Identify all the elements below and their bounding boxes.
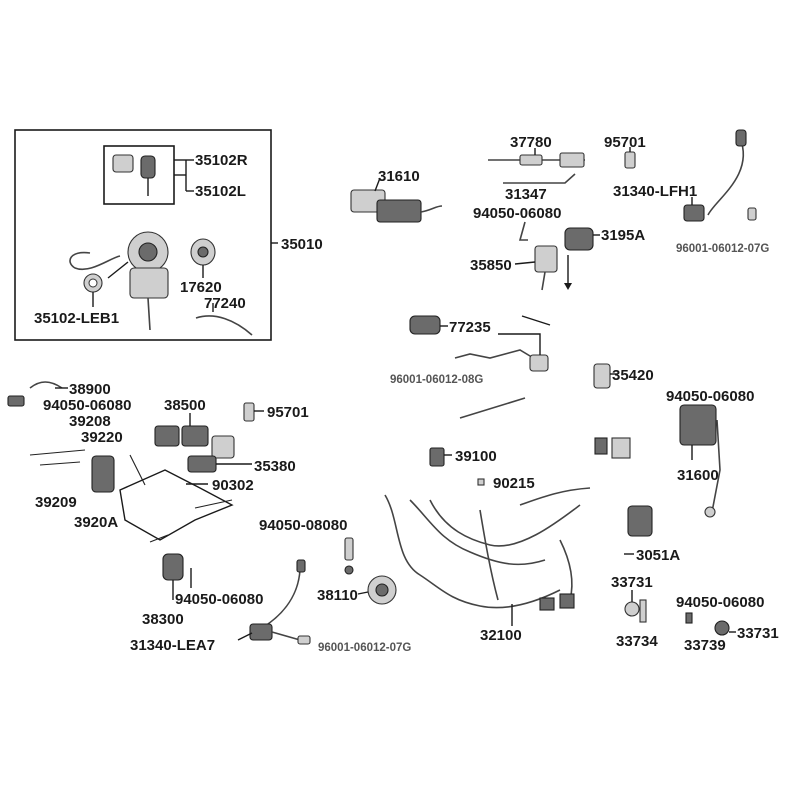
bolt-95701-part (624, 151, 636, 169)
switch-assembly-part (564, 227, 594, 251)
label-95701-top: 95701 (604, 134, 646, 151)
bolt-95701-mid-part (243, 402, 255, 422)
label-31610: 31610 (378, 168, 420, 185)
label-39220: 39220 (81, 429, 123, 446)
label-77235: 77235 (449, 319, 491, 336)
connector-77235-part (409, 315, 441, 335)
label-39208: 39208 (69, 413, 111, 430)
switch-35380-part (187, 455, 217, 473)
label-3195A: 3195A (601, 227, 645, 244)
label-39100: 39100 (455, 448, 497, 465)
bottom-right-group: 33731 33734 94050-06080 33739 33731 (611, 574, 779, 654)
harness-38900-part (29, 381, 63, 389)
label-33731-bottom: 33731 (737, 625, 779, 642)
main-harness-part (384, 494, 561, 609)
label-77240: 77240 (204, 295, 246, 312)
sensor-lea7-part (249, 623, 273, 641)
ignition-coil-part (627, 505, 653, 537)
label-35102L: 35102L (195, 183, 246, 200)
label-94050-06080-left: 94050-06080 (43, 397, 131, 414)
bolt-94050-08080-part (344, 537, 354, 561)
label-38110: 38110 (317, 587, 358, 604)
label-31340-LEA7: 31340-LEA7 (130, 637, 215, 654)
stand-frame-part (119, 469, 234, 541)
horn-38300-part (162, 553, 184, 581)
label-39209: 39209 (35, 494, 77, 511)
label-94050-08080: 94050-08080 (259, 517, 347, 534)
label-94050-06080-top: 94050-06080 (473, 205, 561, 222)
label-33734: 33734 (616, 633, 658, 650)
label-94050-06080-right: 94050-06080 (666, 388, 754, 405)
label-35102-LEB1: 35102-LEB1 (34, 310, 119, 327)
label-35380: 35380 (254, 458, 296, 475)
part-33731-a (624, 601, 640, 617)
wire-31347-part (503, 173, 576, 184)
label-96001-06012-07G-bottom: 96001-06012-07G (318, 642, 411, 654)
ignition-set-group: 35102R 35102L 35010 17620 77240 35102-LE… (14, 129, 323, 341)
relay-35420-part (593, 363, 611, 389)
label-37780: 37780 (510, 134, 552, 151)
label-94050-06080-bottom-right: 94050-06080 (676, 594, 764, 611)
sensor-wire-part (707, 137, 745, 216)
label-38900: 38900 (69, 381, 111, 398)
label-33731-top: 33731 (611, 574, 653, 591)
label-32100: 32100 (480, 627, 522, 644)
handle-switch-part (154, 425, 180, 447)
relay-35850-part (534, 245, 558, 273)
part-33731-b (714, 620, 730, 636)
regulator-part (679, 404, 717, 446)
label-31600: 31600 (677, 467, 719, 484)
stand-switch-part (91, 455, 115, 493)
cable-part (195, 315, 253, 336)
label-35420: 35420 (612, 367, 654, 384)
label-96001-06012-07G-top: 96001-06012-07G (676, 243, 769, 255)
label-38500: 38500 (164, 397, 206, 414)
label-38300: 38300 (142, 611, 184, 628)
key-part (140, 155, 156, 179)
inset-frame (14, 129, 272, 341)
label-17620: 17620 (180, 279, 222, 296)
label-95701-mid: 95701 (267, 404, 309, 421)
label-35102R: 35102R (195, 152, 248, 169)
label-3920A: 3920A (74, 514, 118, 531)
left-group: 38900 94050-06080 39208 39220 39209 3920… (7, 381, 411, 654)
sensor-lea7-wire-part (261, 569, 301, 629)
label-33739: 33739 (684, 637, 726, 654)
relay-39100-part (429, 447, 445, 467)
label-90215: 90215 (493, 475, 535, 492)
key-blank-part (112, 154, 134, 173)
label-96001-06012-08G: 96001-06012-08G (390, 374, 483, 386)
label-31340-LFH1: 31340-LFH1 (613, 183, 697, 200)
label-31347: 31347 (505, 186, 547, 203)
label-35010: 35010 (281, 236, 323, 253)
label-94050-06080-bottom-left: 94050-06080 (175, 591, 263, 608)
switch-rod-part (519, 154, 543, 166)
middle-group: 77235 96001-06012-08G 35420 31600 94050-… (390, 315, 754, 518)
label-35850: 35850 (470, 257, 512, 274)
harness-group: 39100 90215 32100 94050-08080 38110 3051… (259, 437, 680, 644)
sensor-lfh1-part (683, 204, 705, 222)
label-90302: 90302 (212, 477, 254, 494)
label-3051A: 3051A (636, 547, 680, 564)
relay-group: 31610 37780 31347 94050-06080 3195A 3585… (350, 129, 769, 291)
